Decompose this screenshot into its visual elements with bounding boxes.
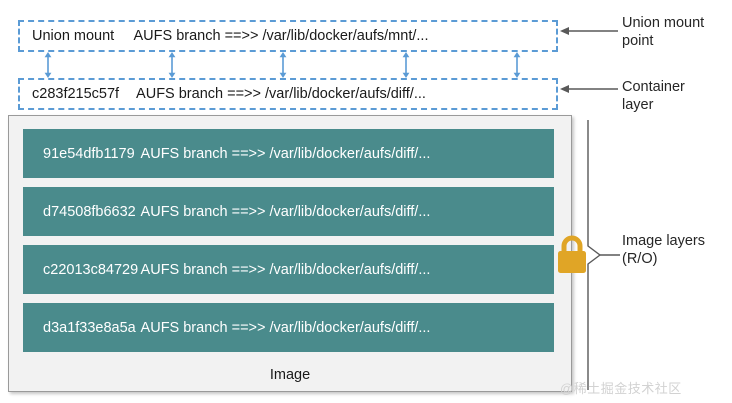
image-layer-id-label: c22013c84729 — [43, 261, 139, 278]
image-layer-row: d74508fb6632 AUFS branch ==>> /var/lib/d… — [23, 187, 554, 236]
union-mount-box: Union mount AUFS branch ==>> /var/lib/do… — [18, 20, 558, 52]
image-layer-id-label: d3a1f33e8a5a — [43, 319, 136, 336]
leader-line-union-mount — [560, 27, 618, 35]
container-layer-branch-label: AUFS branch ==>> /var/lib/docker/aufs/di… — [136, 86, 426, 102]
container-layer-box: c283f215c57f AUFS branch ==>> /var/lib/d… — [18, 78, 558, 110]
container-layer-id-label: c283f215c57f — [32, 86, 120, 102]
image-layer-id-label: 91e54dfb1179 — [43, 145, 135, 162]
image-layer-branch-label: AUFS branch ==>> /var/lib/docker/aufs/di… — [140, 319, 431, 336]
image-layer-branch-label: AUFS branch ==>> /var/lib/docker/aufs/di… — [140, 203, 431, 220]
lock-icon — [558, 235, 586, 273]
callout-image-layers: Image layers (R/O) — [622, 233, 706, 268]
double-arrow-icon-4 — [402, 52, 410, 78]
union-mount-id-label: Union mount — [32, 28, 115, 44]
double-arrow-icon-2 — [168, 52, 176, 78]
image-layer-row: 91e54dfb1179 AUFS branch ==>> /var/lib/d… — [23, 129, 554, 178]
image-layer-row: c22013c84729 AUFS branch ==>> /var/lib/d… — [23, 245, 554, 294]
image-layer-branch-label: AUFS branch ==>> /var/lib/docker/aufs/di… — [140, 261, 431, 278]
leader-line-container-layer — [560, 85, 618, 93]
double-arrow-icon-3 — [279, 52, 287, 78]
image-footer-label: Image — [269, 367, 311, 383]
image-layer-branch-label: AUFS branch ==>> /var/lib/docker/aufs/di… — [140, 145, 431, 162]
callout-container-layer: Container layer — [622, 79, 685, 114]
double-arrow-icon-5 — [513, 52, 521, 78]
callout-union-mount-point: Union mount point — [622, 15, 705, 50]
watermark-label: @稀土掘金技术社区 — [560, 381, 682, 396]
double-arrow-icon-1 — [44, 52, 52, 78]
leader-bracket-image-layers — [587, 120, 620, 390]
image-layer-row: d3a1f33e8a5a AUFS branch ==>> /var/lib/d… — [23, 303, 554, 352]
image-layer-id-label: d74508fb6632 — [43, 203, 136, 220]
image-container: 91e54dfb1179 AUFS branch ==>> /var/lib/d… — [8, 115, 572, 392]
union-mount-branch-label: AUFS branch ==>> /var/lib/docker/aufs/mn… — [133, 28, 429, 44]
